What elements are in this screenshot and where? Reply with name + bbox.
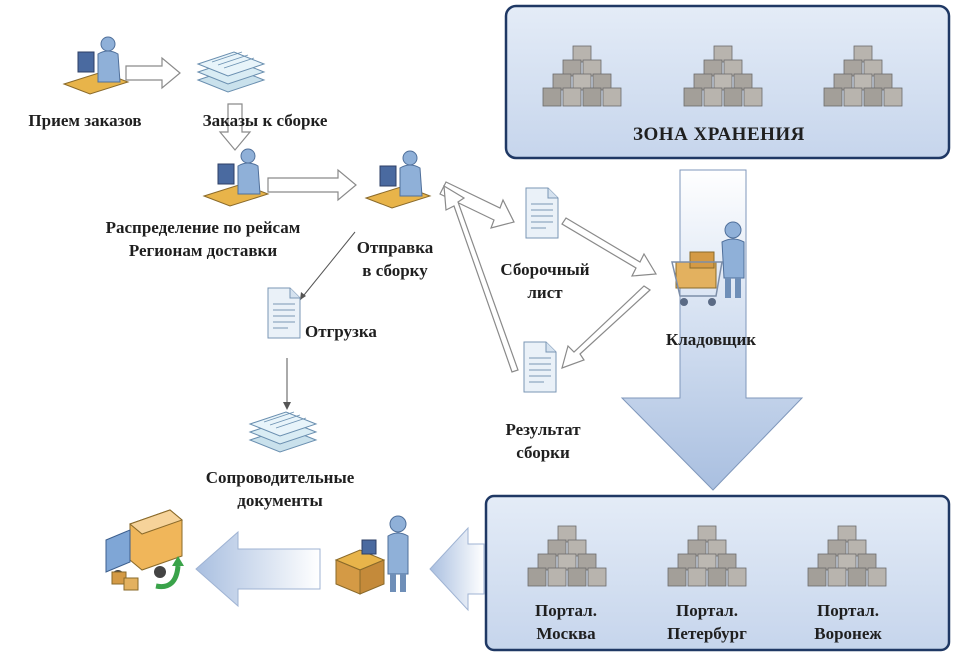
storage-zone-title: ЗОНА ХРАНЕНИЯ (633, 124, 805, 145)
arrow-keeper-to-result (561, 285, 651, 369)
arrow-result-to-send (443, 184, 519, 373)
big-down-arrow (620, 169, 804, 491)
portal-label-petersburg: Портал. Петербург (667, 601, 747, 643)
label-pick-list: Сборочный лист (500, 260, 590, 302)
label-order-intake: Прием заказов (28, 111, 142, 130)
storekeeper-cart-icon (671, 221, 745, 306)
arrow-intake-to-orders (125, 56, 181, 90)
label-pick-result: Результат сборки (505, 420, 581, 462)
accompanying-docs-stack-icon (249, 411, 317, 453)
packing-worker-icon (334, 515, 409, 595)
label-orders-to-pick: Заказы к сборке (202, 111, 328, 130)
distribution-worker-icon (203, 148, 269, 207)
label-storekeeper: Кладовщик (665, 330, 757, 349)
pick-list-doc-icon (525, 187, 559, 239)
left-arrow-portals (429, 526, 485, 612)
pick-result-doc-icon (523, 341, 557, 393)
label-distribution: Распределение по рейсам Регионам доставк… (105, 218, 301, 260)
order-intake-worker-icon (63, 36, 129, 95)
arrow-orders-to-distribution (218, 103, 252, 151)
arrow-distribution-to-send (267, 168, 357, 202)
label-send-to-pick: Отправка в сборку (356, 238, 434, 280)
arrow-picklist-to-keeper (561, 217, 658, 277)
left-arrow-dispatch (195, 530, 321, 608)
portal-label-moscow: Портал. Москва (535, 601, 597, 643)
shipment-doc-icon (267, 287, 301, 339)
label-shipment: Отгрузка (305, 322, 377, 341)
portal-label-voronezh: Портал. Воронеж (814, 601, 882, 643)
label-accompanying-docs: Сопроводительные документы (205, 468, 355, 510)
send-to-pick-worker-icon (365, 150, 431, 209)
orders-stack-icon (197, 51, 265, 93)
delivery-truck-icon (105, 509, 184, 591)
